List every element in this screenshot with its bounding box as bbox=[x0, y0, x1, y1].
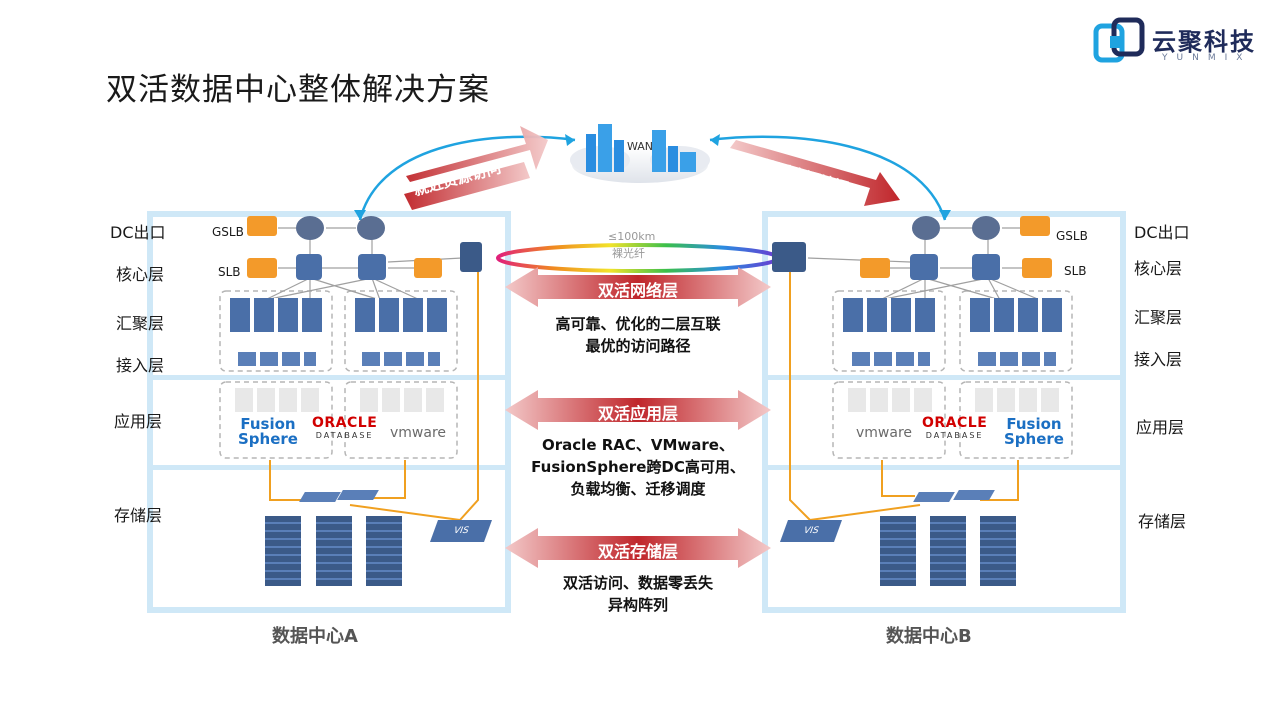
vmware-logo: vmware bbox=[390, 425, 447, 441]
layer-label-core: 核心层 bbox=[116, 265, 165, 284]
app-server-group-icon bbox=[360, 388, 446, 412]
layer-label-dc-exit: DC出口 bbox=[110, 223, 166, 242]
core-switch-icon bbox=[358, 254, 386, 280]
slb-label-right: SLB bbox=[1064, 264, 1087, 278]
dwdm-device-icon bbox=[772, 242, 806, 272]
application-layer-desc: Oracle RAC、VMware、FusionSphere跨DC高可用、负载均… bbox=[531, 436, 745, 498]
storage-array-icon bbox=[930, 516, 966, 586]
storage-array-icon bbox=[316, 516, 352, 586]
vis-device-icon: VIS bbox=[429, 520, 493, 542]
layer-label-aggregation-right: 汇聚层 bbox=[1134, 308, 1183, 327]
router-icon bbox=[972, 216, 1000, 240]
storage-layer-desc: 双活访问、数据零丢失异构阵列 bbox=[562, 574, 713, 614]
storage-array-icon bbox=[880, 516, 916, 586]
slb-device-icon bbox=[860, 258, 890, 278]
gslb-label-left: GSLB bbox=[212, 225, 244, 239]
core-switch-icon bbox=[910, 254, 938, 280]
network-layer-title: 双活网络层 bbox=[597, 281, 678, 300]
san-switch-icon bbox=[953, 490, 995, 500]
gslb-device-left-icon bbox=[247, 216, 277, 236]
storage-array-icon bbox=[980, 516, 1016, 586]
application-layer-title: 双活应用层 bbox=[597, 404, 678, 423]
san-switch-icon bbox=[913, 492, 955, 502]
layer-label-storage: 存储层 bbox=[114, 506, 163, 525]
slb-device-right-icon bbox=[1022, 258, 1052, 278]
app-server-group-icon bbox=[975, 388, 1061, 412]
layer-label-core-right: 核心层 bbox=[1134, 259, 1183, 278]
access-switch-group-icon bbox=[978, 352, 1056, 366]
router-icon bbox=[296, 216, 324, 240]
aggregation-switch-group-icon bbox=[843, 298, 935, 332]
access-switch-group-icon bbox=[238, 352, 316, 366]
logo-sub: YUNMIX bbox=[1162, 53, 1252, 63]
router-icon bbox=[357, 216, 385, 240]
aggregation-switch-group-icon bbox=[230, 298, 322, 332]
san-switch-icon bbox=[299, 492, 341, 502]
dc-name-b: 数据中心B bbox=[886, 626, 972, 647]
core-switch-icon bbox=[296, 254, 322, 280]
core-switch-icon bbox=[972, 254, 1000, 280]
vis-device-icon: VIS bbox=[779, 520, 843, 542]
slb-device-icon bbox=[414, 258, 442, 278]
wan-label: WAN bbox=[627, 140, 654, 153]
layer-label-application-right: 应用层 bbox=[1136, 418, 1185, 437]
aggregation-switch-group-icon bbox=[355, 298, 447, 332]
network-layer-desc: 高可靠、优化的二层互联最优的访问路径 bbox=[555, 315, 721, 355]
layer-label-access-right: 接入层 bbox=[1134, 350, 1183, 369]
slb-device-left-icon bbox=[247, 258, 277, 278]
aggregation-switch-group-icon bbox=[970, 298, 1062, 332]
app-server-group-icon bbox=[235, 388, 321, 412]
layer-label-access: 接入层 bbox=[116, 356, 165, 375]
access-switch-group-icon bbox=[852, 352, 930, 366]
layer-label-application: 应用层 bbox=[114, 412, 163, 431]
san-switch-icon bbox=[337, 490, 379, 500]
slb-label-left: SLB bbox=[218, 265, 241, 279]
dwdm-device-icon bbox=[460, 242, 482, 272]
fiber-label: 裸光纤 bbox=[612, 247, 645, 260]
storage-array-icon bbox=[366, 516, 402, 586]
page-title: 双活数据中心整体解决方案 bbox=[106, 72, 490, 108]
access-switch-group-icon bbox=[362, 352, 440, 366]
gslb-device-right-icon bbox=[1020, 216, 1050, 236]
layer-label-storage-right: 存储层 bbox=[1138, 512, 1187, 531]
router-icon bbox=[912, 216, 940, 240]
app-server-group-icon bbox=[848, 388, 934, 412]
vmware-logo: vmware bbox=[856, 425, 913, 441]
gslb-label-right: GSLB bbox=[1056, 229, 1088, 243]
logo-name: 云聚科技 bbox=[1152, 28, 1256, 56]
dc-name-a: 数据中心A bbox=[272, 626, 358, 647]
fiber-distance: ≤100km bbox=[608, 230, 656, 243]
layer-label-aggregation: 汇聚层 bbox=[116, 314, 165, 333]
layer-label-dc-exit-right: DC出口 bbox=[1134, 223, 1190, 242]
yunmix-logo-icon bbox=[1093, 17, 1145, 63]
storage-array-icon bbox=[265, 516, 301, 586]
storage-layer-title: 双活存储层 bbox=[597, 542, 678, 561]
